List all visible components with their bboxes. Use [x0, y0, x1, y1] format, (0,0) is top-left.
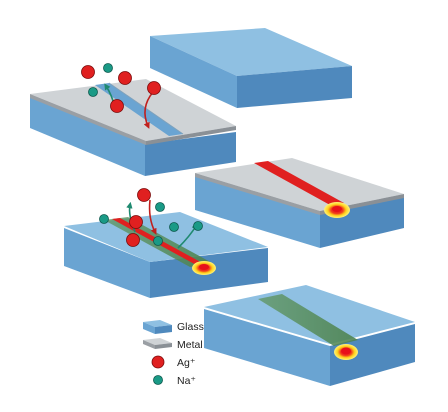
- ag-ion: [126, 233, 140, 247]
- ag-ion: [110, 99, 124, 113]
- ag-ion: [81, 65, 95, 79]
- glass-slab-buried-waveguide: [204, 285, 415, 386]
- legend-item-glass: Glass: [143, 320, 204, 334]
- legend-label-na: Na⁺: [177, 375, 196, 387]
- glass-slab-with-metal-mask: [30, 79, 236, 176]
- ions-panel-b: [81, 63, 161, 129]
- na-outflow-arrow: [126, 201, 136, 233]
- ag-ion: [137, 188, 151, 202]
- na-ion: [193, 221, 203, 231]
- legend-item-ag: Ag⁺: [151, 355, 196, 369]
- legend-item-na: Na⁺: [153, 375, 196, 387]
- mask-slit: [95, 83, 183, 136]
- na-ion: [155, 202, 165, 212]
- na-ion-icon: [153, 375, 163, 385]
- ag-stripe: [254, 161, 344, 205]
- ag-diffusion-arrow: [143, 91, 154, 129]
- glass-slab-waveguide-forming: [64, 212, 268, 298]
- na-ion: [99, 214, 109, 224]
- na-ion: [88, 87, 98, 97]
- ag-ion-icon: [151, 355, 165, 369]
- glass-slab-plain: [150, 28, 352, 108]
- ag-ion: [147, 81, 161, 95]
- ag-ion: [129, 215, 143, 229]
- ions-panel-d: [99, 188, 203, 249]
- legend-item-metal: Metal: [143, 338, 203, 351]
- legend: Glass Metal Ag⁺ Na⁺: [143, 320, 204, 387]
- ag-ion: [118, 71, 132, 85]
- legend-label-ag: Ag⁺: [177, 357, 196, 369]
- glass-slab-ag-stripe: [195, 158, 404, 248]
- legend-label-metal: Metal: [177, 339, 203, 351]
- legend-label-glass: Glass: [177, 321, 204, 333]
- na-ion: [103, 63, 113, 73]
- buried-waveguide: [258, 294, 358, 346]
- ag-diffusion-arrow: [148, 199, 157, 235]
- na-ion: [153, 236, 163, 246]
- na-ion: [169, 222, 179, 232]
